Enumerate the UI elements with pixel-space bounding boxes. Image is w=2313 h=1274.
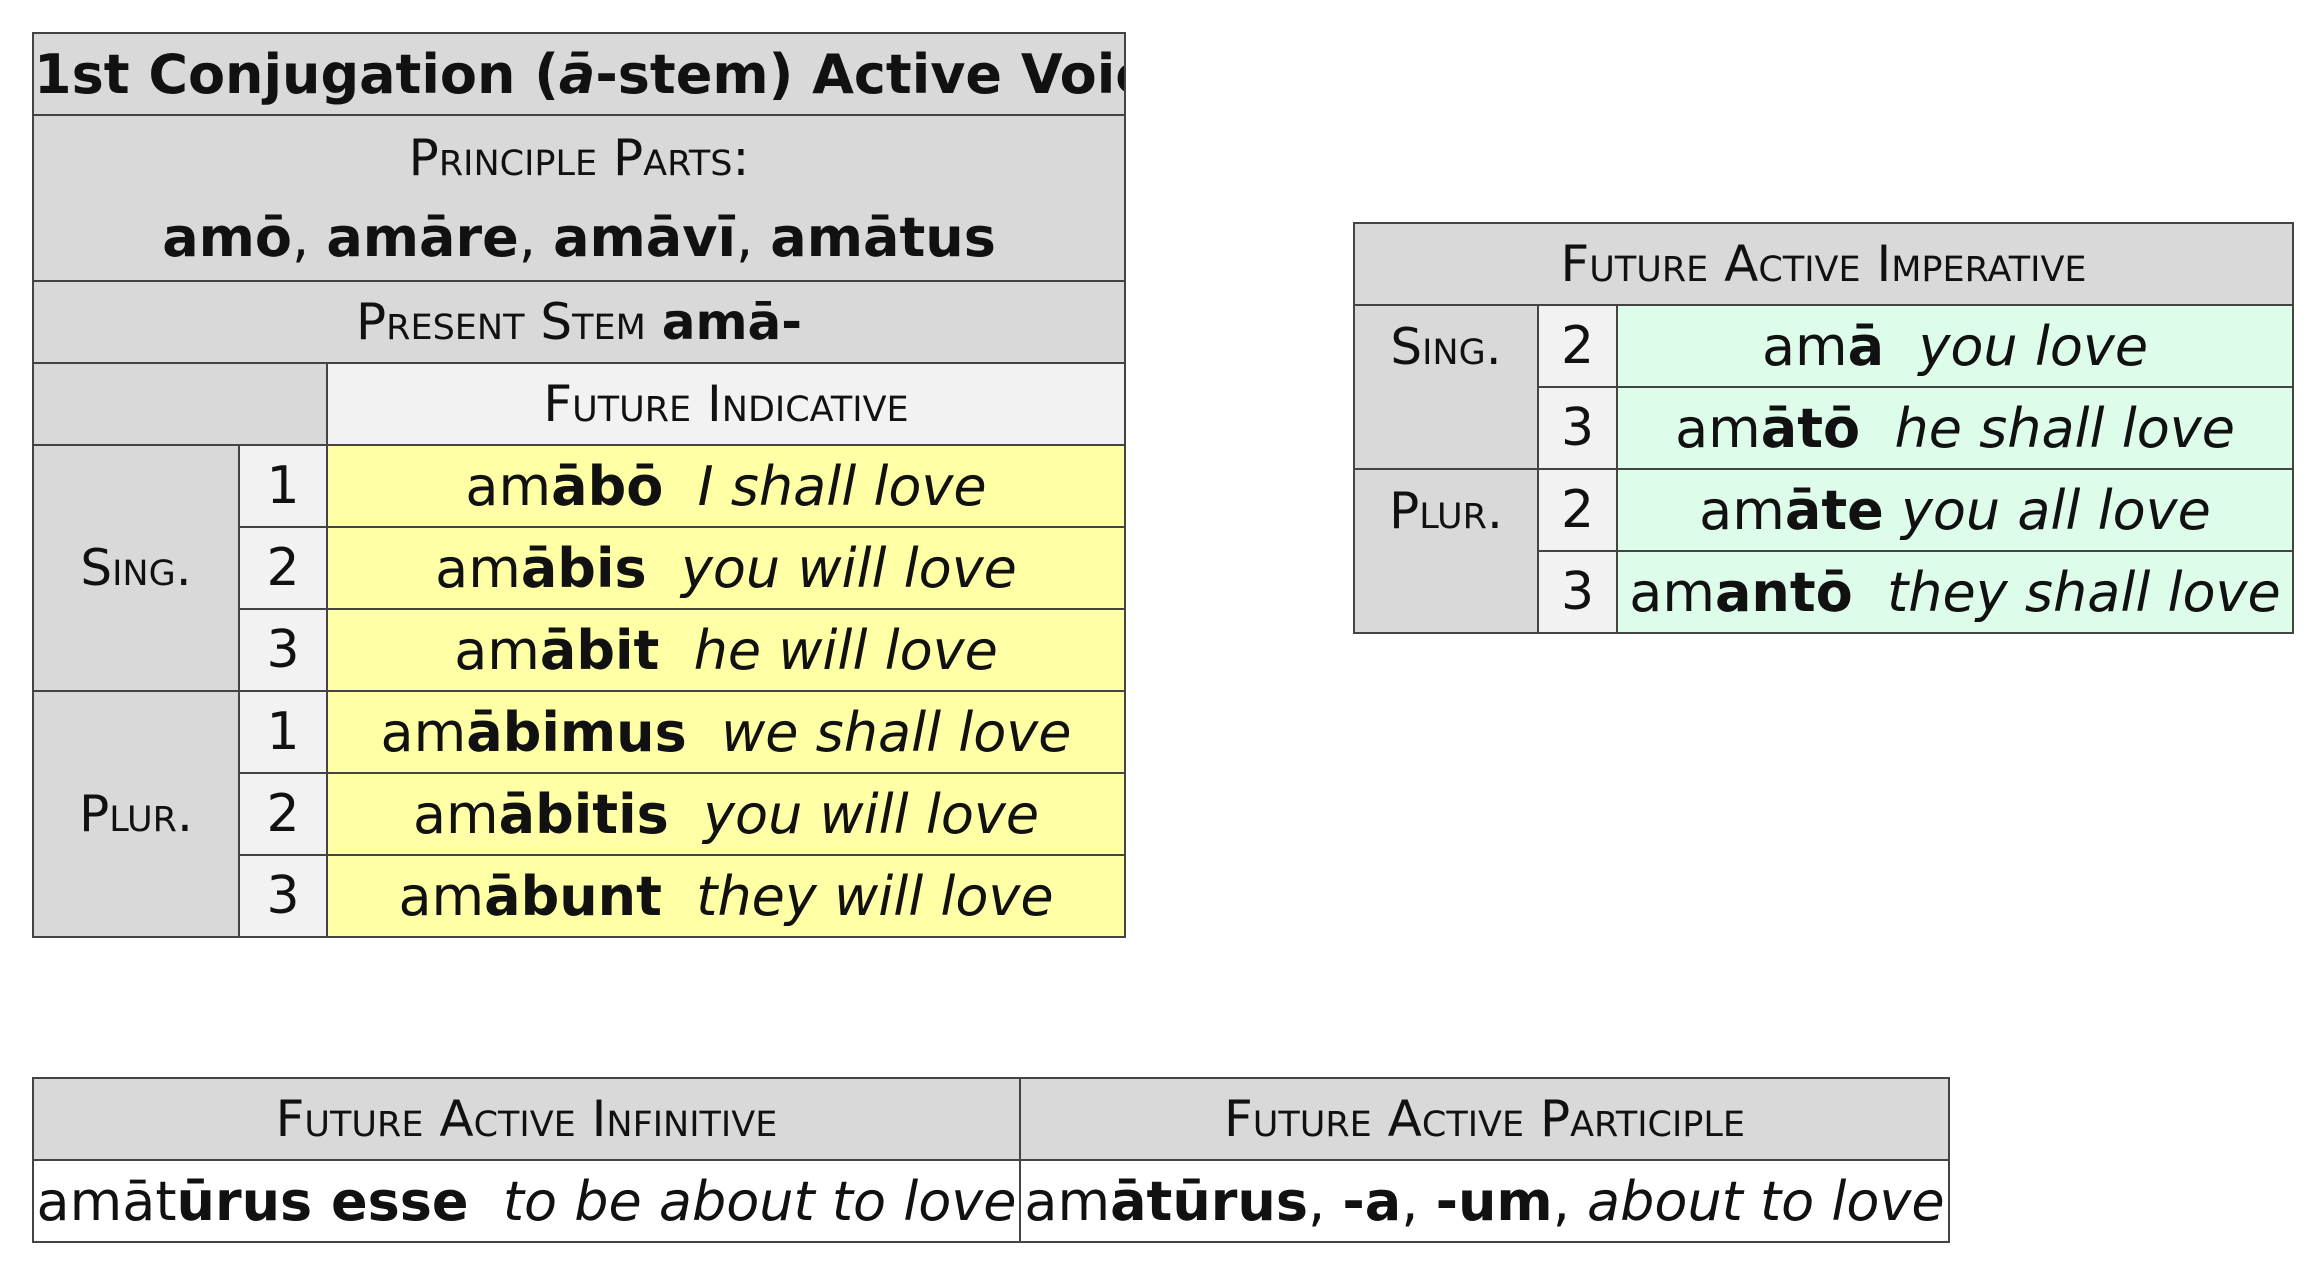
person-number: 2	[238, 526, 328, 610]
number-label-singular: Sing.	[1353, 304, 1539, 470]
person-number: 2	[238, 772, 328, 856]
principle-parts-label: Principle Parts:	[408, 129, 750, 187]
infinitive-header: Future Active Infinitive	[32, 1077, 1021, 1161]
form-cell: amā you love	[1616, 304, 2294, 388]
person-number: 2	[1537, 304, 1618, 388]
person-number: 1	[238, 444, 328, 528]
form-cell: amābimus we shall love	[325, 690, 1127, 774]
number-label-plural: Plur.	[1353, 468, 1539, 634]
title-vowel: ā	[558, 42, 596, 106]
form-cell: amābitis you will love	[325, 772, 1127, 856]
form-cell: amābunt they will love	[325, 854, 1127, 938]
form-cell: amāte you all love	[1616, 468, 2294, 552]
person-number: 3	[238, 854, 328, 938]
infinitive-form: amātūrus esse to be about to love	[32, 1159, 1021, 1243]
present-stem-label: Present Stem	[355, 293, 646, 351]
present-stem: amā-	[661, 293, 803, 351]
person-number: 2	[1537, 468, 1618, 552]
number-label-plural: Plur.	[32, 690, 240, 938]
form-cell: amābit he will love	[325, 608, 1127, 692]
blank-corner	[32, 362, 328, 446]
column-header-future-indicative: Future Indicative	[325, 362, 1127, 446]
imperative-header: Future Active Imperative	[1353, 222, 2294, 306]
person-number: 3	[1537, 550, 1618, 634]
form-cell: amābis you will love	[325, 526, 1127, 610]
number-label-singular: Sing.	[32, 444, 240, 692]
form-cell: amantō they shall love	[1616, 550, 2294, 634]
form-cell: amātō he shall love	[1616, 386, 2294, 470]
infinitive-participle-table: Future Active Infinitive Future Active P…	[32, 1077, 1950, 1243]
person-number: 1	[238, 690, 328, 774]
future-indicative-table: 1st Conjugation (ā-stem) Active Voice Pr…	[31, 32, 1127, 938]
principle-parts-cell: Principle Parts: amō, amāre, amāvī, amāt…	[31, 114, 1127, 282]
future-active-imperative-table: Future Active Imperative Sing. 2 amā you…	[1353, 222, 2294, 634]
present-stem-cell: Present Stem amā-	[31, 280, 1127, 364]
table-title: 1st Conjugation (ā-stem) Active Voice	[31, 32, 1127, 116]
form-cell: amābō I shall love	[325, 444, 1127, 528]
person-number: 3	[238, 608, 328, 692]
participle-form: amātūrus, -a, -um, about to love	[1019, 1159, 1950, 1243]
participle-header: Future Active Participle	[1019, 1077, 1950, 1161]
principle-parts-list: amō, amāre, amāvī, amātus	[162, 206, 996, 269]
person-number: 3	[1537, 386, 1618, 470]
